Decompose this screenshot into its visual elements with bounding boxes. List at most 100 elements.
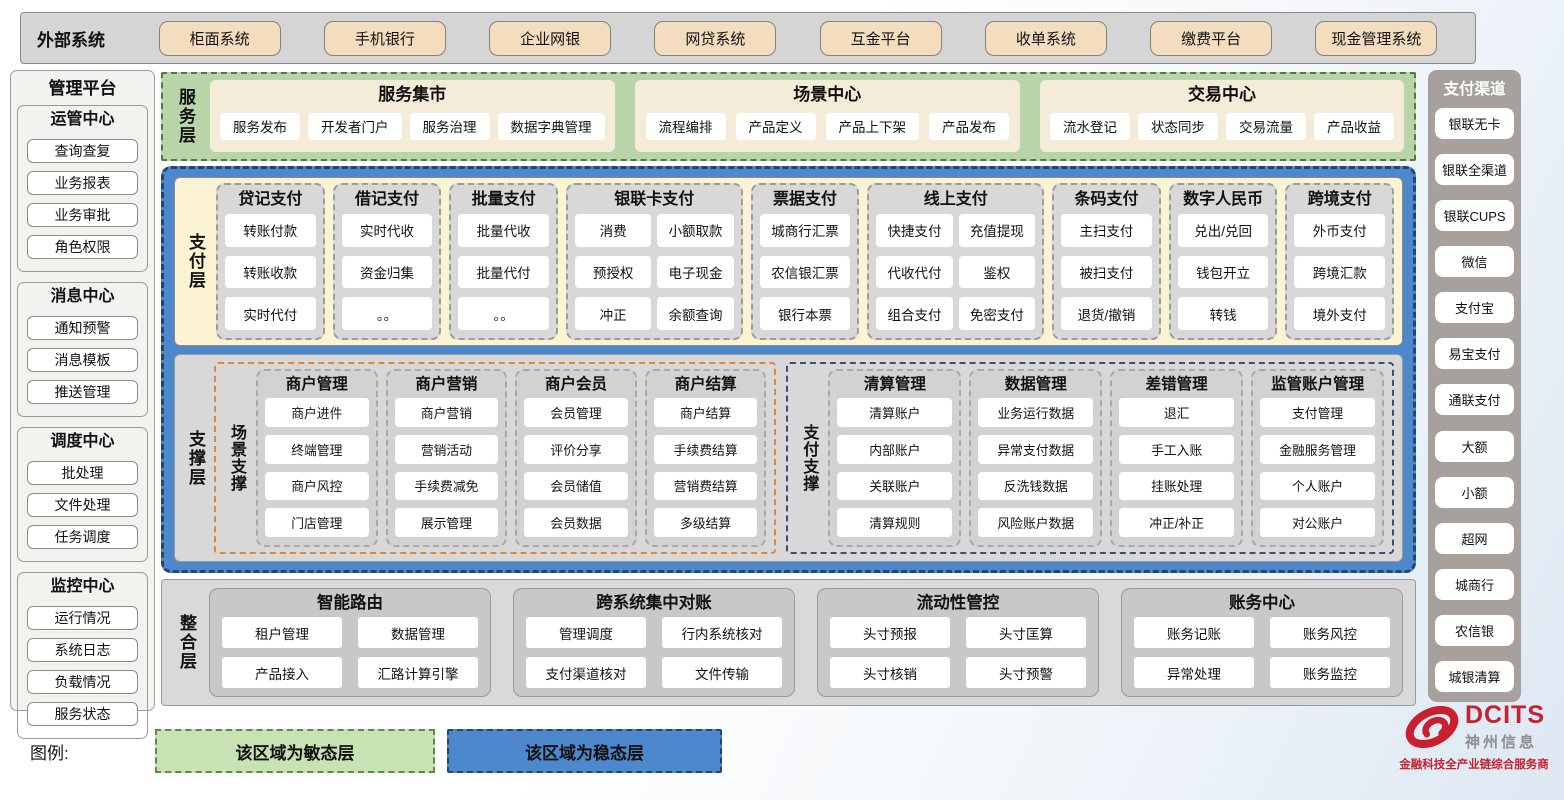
payment-item: 城商行汇票	[759, 214, 851, 247]
payment-item: 钱包开立	[1177, 255, 1269, 289]
payment-item: 转钱	[1177, 297, 1269, 330]
integration-module-items: 管理调度行内系统核对支付渠道核对文件传输	[526, 617, 782, 688]
support-column: 差错管理退汇手工入账挂账处理冲正/补正	[1110, 369, 1244, 547]
payment-item: 电子现金	[657, 255, 734, 289]
service-center: 场景中心流程编排产品定义产品上下架产品发布	[634, 80, 1020, 152]
support-item: 风险账户数据	[978, 508, 1094, 537]
payment-item: 小额取款	[657, 214, 734, 247]
service-item: 产品上下架	[825, 112, 919, 140]
payment-column-items: 消费小额取款预授权电子现金冲正余额查询	[573, 213, 736, 333]
support-item: 会员储值	[524, 471, 628, 501]
integration-item: 头寸预报	[830, 617, 950, 648]
integration-item: 产品接入	[222, 657, 342, 688]
service-center-items: 流程编排产品定义产品上下架产品发布	[645, 107, 1011, 145]
stable-layer-box: 支付层 贷记支付转账付款转账收款实时代付借记支付实时代收资金归集。。批量支付批量…	[161, 166, 1416, 573]
dcits-logo-tagline: 金融科技全产业链综合服务商	[1399, 759, 1549, 771]
dcits-logo-name: DCITS	[1465, 700, 1545, 729]
support-item: 商户营销	[394, 398, 499, 427]
integration-item: 支付渠道核对	[526, 657, 646, 688]
support-layer-label: 支撑层	[186, 429, 205, 487]
integration-module-title: 流动性管控	[916, 594, 1000, 612]
integration-item: 文件传输	[662, 657, 782, 688]
external-system-button: 互金平台	[819, 20, 942, 56]
management-item: 业务报表	[27, 171, 138, 195]
integration-module-title: 智能路由	[317, 594, 383, 612]
payment-column-title: 线上支付	[923, 191, 988, 208]
support-column-title: 商户管理	[285, 376, 348, 393]
payment-column-title: 数字人民币	[1183, 191, 1264, 208]
management-platform-panel: 管理平台 运管中心查询查复业务报表业务审批角色权限消息中心通知预警消息模板推送管…	[10, 70, 155, 739]
service-center-title: 服务集市	[378, 85, 447, 104]
integration-item: 账务监控	[1270, 657, 1390, 688]
payment-item: 转账收款	[225, 255, 316, 289]
payment-item: 实时代付	[225, 297, 316, 330]
integration-item: 头寸核销	[830, 657, 950, 688]
payment-item: 代收代付	[876, 255, 953, 289]
legend-stable-layer: 该区域为稳态层	[447, 729, 722, 773]
support-item: 支付管理	[1260, 398, 1376, 427]
support-column: 清算管理清算账户内部账户关联账户清算规则	[828, 369, 962, 547]
payment-column-items: 实时代收资金归集。。	[340, 213, 435, 333]
management-item: 负载情况	[27, 670, 138, 694]
payment-item: 资金归集	[341, 255, 433, 289]
support-item: 冲正/补正	[1119, 508, 1235, 537]
payment-column-title: 银联卡支付	[614, 191, 695, 208]
support-column-title: 差错管理	[1145, 376, 1208, 393]
support-layer: 支撑层 场景支撑商户管理商户进件终端管理商户风控门店管理商户营销商户营销营销活动…	[174, 354, 1403, 562]
support-item: 门店管理	[265, 508, 369, 537]
support-column-title: 商户营销	[415, 376, 478, 393]
integration-item: 租户管理	[222, 617, 342, 648]
payment-item: 快捷支付	[876, 214, 953, 247]
support-sections: 场景支撑商户管理商户进件终端管理商户风控门店管理商户营销商户营销营销活动手续费减…	[214, 362, 1394, 554]
integration-item: 汇路计算引擎	[358, 657, 478, 688]
support-item: 金融服务管理	[1260, 434, 1376, 464]
support-item: 会员数据	[524, 508, 628, 537]
service-item: 开发者门户	[308, 112, 402, 140]
management-item: 消息模板	[27, 348, 138, 372]
support-column: 商户管理商户进件终端管理商户风控门店管理	[256, 369, 378, 547]
payment-item: 主扫支付	[1061, 214, 1152, 247]
payment-channel-item: 银联无卡	[1435, 108, 1514, 139]
management-item: 批处理	[27, 461, 138, 485]
support-column: 商户结算商户结算手续费结算营销费结算多级结算	[644, 369, 767, 547]
payment-item: 预授权	[574, 255, 652, 289]
payment-item: 境外支付	[1294, 297, 1386, 330]
support-item: 商户风控	[265, 471, 369, 501]
payment-column: 线上支付快捷支付充值提现代收代付鉴权组合支付免密支付	[867, 183, 1045, 340]
support-section-label: 支付支撑	[800, 424, 818, 492]
support-column: 数据管理业务运行数据异常支付数据反洗钱数据风险账户数据	[969, 369, 1103, 547]
integration-item: 头寸预警	[966, 657, 1086, 688]
support-column-title: 清算管理	[863, 376, 926, 393]
external-system-button: 现金管理系统	[1315, 20, 1438, 56]
payment-channel-item: 小额	[1435, 476, 1514, 508]
support-column-title: 商户结算	[674, 376, 737, 393]
payment-column-items: 兑出/兑回钱包开立转钱	[1176, 213, 1271, 333]
service-centers: 服务集市服务发布开发者门户服务治理数据字典管理场景中心流程编排产品定义产品上下架…	[210, 80, 1404, 152]
support-item: 手续费减免	[394, 471, 499, 501]
support-section-label: 场景支撑	[228, 424, 245, 492]
support-column-items: 业务运行数据异常支付数据反洗钱数据风险账户数据	[977, 397, 1094, 540]
external-systems-list: 柜面系统手机银行企业网银网贷系统互金平台收单系统缴费平台现金管理系统	[137, 20, 1459, 56]
integration-item: 数据管理	[358, 617, 478, 648]
payment-column-title: 条码支付	[1074, 191, 1139, 208]
support-column-items: 清算账户内部账户关联账户清算规则	[836, 397, 953, 540]
management-item: 通知预警	[27, 316, 138, 340]
payment-column-title: 票据支付	[773, 191, 838, 208]
management-group-title: 运管中心	[50, 111, 115, 128]
support-column-items: 会员管理评价分享会员储值会员数据	[523, 397, 629, 540]
service-item: 流水登记	[1050, 112, 1130, 140]
support-item: 退汇	[1119, 398, 1235, 427]
payment-column-title: 批量支付	[471, 191, 536, 208]
payment-column: 条码支付主扫支付被扫支付退货/撤销	[1052, 183, 1161, 340]
service-center-items: 流水登记状态同步交易流量产品收益	[1050, 107, 1394, 145]
payment-column: 跨境支付外币支付跨境汇款境外支付	[1285, 183, 1395, 340]
payment-channel-item: 银联CUPS	[1435, 200, 1514, 232]
support-column-title: 数据管理	[1004, 376, 1067, 393]
support-item: 会员管理	[524, 398, 628, 427]
management-group: 消息中心通知预警消息模板推送管理	[17, 282, 148, 417]
management-item: 任务调度	[27, 525, 138, 549]
service-center: 交易中心流水登记状态同步交易流量产品收益	[1040, 80, 1404, 152]
payment-item: 免密支付	[958, 297, 1036, 330]
support-item: 个人账户	[1260, 471, 1376, 501]
integration-item: 异常处理	[1134, 657, 1254, 688]
